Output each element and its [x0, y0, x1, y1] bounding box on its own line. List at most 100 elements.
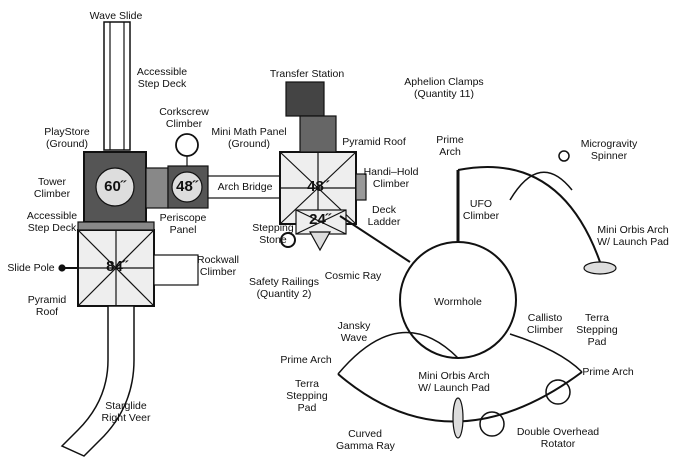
tower-climber-label: Tower Climber	[32, 176, 72, 200]
slide-pole-label: Slide Pole	[7, 262, 55, 274]
prime-arch-right-label: Prime Arch	[582, 366, 634, 378]
safety-railings-label: Safety Railings (Quantity 2)	[244, 276, 324, 300]
double-overhead-rotator-line1: Double Overhead	[516, 426, 600, 438]
launch-pad-bottom-shape	[452, 397, 464, 439]
rockwall-climber-line2: Climber	[199, 266, 237, 278]
callisto-climber-shape	[509, 333, 583, 373]
deck-84-shape	[77, 229, 155, 307]
curved-gamma-ray-label: Curved Gamma Ray	[336, 428, 395, 452]
accessible-step-deck-top-line1: Accessible	[136, 66, 188, 78]
mini-orbis-arch-bottom-label: Mini Orbis Arch W/ Launch Pad	[408, 370, 500, 394]
prime-arch-top-label: Prime Arch	[430, 134, 470, 158]
ufo-climber-label: UFO Climber	[458, 198, 504, 222]
handi-hold-climber-label: Handi–Hold Climber	[362, 166, 420, 190]
wormhole-label: Wormhole	[434, 296, 482, 308]
jansky-wave-line2: Wave	[340, 332, 368, 344]
callisto-climber-line2: Climber	[526, 324, 564, 336]
deck-24-label: 24˝	[309, 211, 331, 228]
rockwall-climber-line1: Rockwall	[196, 254, 239, 266]
microgravity-spinner-shape	[509, 171, 573, 201]
starglide-right-veer-line2: Right Veer	[101, 412, 151, 424]
rockwall-climber-label: Rockwall Climber	[190, 254, 246, 278]
ufo-climber-line1: UFO	[469, 198, 493, 210]
mini-orbis-arch-right-shape	[457, 166, 601, 263]
transfer-station-label: Transfer Station	[269, 68, 345, 80]
playstore-line1: PlayStore	[44, 126, 90, 138]
corkscrew-climber-shape	[175, 133, 199, 157]
aphelion-clamps-line2: (Quantity 11)	[414, 88, 474, 100]
cosmic-ray-label: Cosmic Ray	[324, 270, 382, 282]
safety-railings-line1: Safety Railings	[248, 276, 320, 288]
aphelion-clamps-line1: Aphelion Clamps	[404, 76, 484, 88]
periscope-panel-line1: Periscope	[159, 212, 207, 224]
wave-slide-shape	[103, 21, 131, 151]
wave-slide-label: Wave Slide	[89, 10, 143, 22]
double-overhead-rotator-shape-1	[479, 411, 505, 437]
deck-48-large-shape	[279, 151, 357, 235]
corkscrew-climber-label: Corkscrew Climber	[152, 106, 216, 130]
curved-gamma-ray-line1: Curved	[348, 428, 382, 440]
launch-pad-right-shape	[583, 261, 617, 275]
starglide-right-veer-label: Starglide Right Veer	[96, 400, 156, 424]
mini-orbis-arch-bottom-line1: Mini Orbis Arch	[418, 370, 490, 382]
terra-stepping-pad-right-line3: Pad	[587, 336, 607, 348]
double-overhead-rotator-label: Double Overhead Rotator	[514, 426, 602, 450]
corkscrew-climber-line1: Corkscrew	[159, 106, 209, 118]
terra-stepping-pad-left-line3: Pad	[297, 402, 317, 414]
deck-84-label: 84˝	[106, 258, 128, 275]
handi-hold-climber-line1: Handi–Hold	[363, 166, 419, 178]
mini-math-panel-line1: Mini Math Panel	[211, 126, 287, 138]
deck-ladder-line2: Ladder	[367, 216, 401, 228]
starglide-right-veer-line1: Starglide	[105, 400, 147, 412]
callisto-climber-label: Callisto Climber	[520, 312, 570, 336]
microgravity-spinner-line2: Spinner	[590, 150, 628, 162]
aphelion-clamps-label: Aphelion Clamps (Quantity 11)	[396, 76, 492, 100]
ufo-climber-line2: Climber	[462, 210, 500, 222]
mini-orbis-arch-right-line2: W/ Launch Pad	[597, 236, 669, 248]
accessible-step-deck-bottom-line1: Accessible	[26, 210, 78, 222]
corkscrew-climber-line2: Climber	[165, 118, 203, 130]
double-overhead-rotator-line2: Rotator	[540, 438, 576, 450]
terra-stepping-pad-right-line2: Stepping	[576, 324, 618, 336]
mini-math-panel-label: Mini Math Panel (Ground)	[204, 126, 294, 150]
deck-ladder-label: Deck Ladder	[362, 204, 406, 228]
stepping-stone-line2: Stone	[259, 234, 287, 246]
deck-48-large-label: 48˝	[307, 178, 329, 195]
deck-48-small-label: 48˝	[176, 178, 198, 195]
pyramid-roof-top-label: Pyramid Roof	[342, 136, 406, 148]
safety-railing-shape	[308, 231, 332, 252]
accessible-step-deck-shape	[145, 167, 169, 209]
starglide-slide-shape	[60, 305, 135, 457]
prime-arch-top-line2: Arch	[439, 146, 461, 158]
mini-math-panel-line2: (Ground)	[227, 138, 270, 150]
terra-stepping-pad-left-label: Terra Stepping Pad	[282, 378, 332, 414]
handi-hold-climber-shape	[355, 173, 367, 201]
accessible-step-deck-bottom-line2: Step Deck	[27, 222, 77, 234]
tower-climber-line1: Tower	[37, 176, 66, 188]
cosmic-ray-shape	[339, 215, 411, 263]
deck-60-shape	[83, 151, 147, 223]
stepping-stone-line1: Stepping	[252, 222, 294, 234]
prime-arch-top-line1: Prime	[436, 134, 464, 146]
deck-48-small-shape	[167, 165, 209, 209]
pyramid-roof-left-line1: Pyramid	[27, 294, 67, 306]
playstore-line2: (Ground)	[45, 138, 88, 150]
terra-stepping-pad-right-label: Terra Stepping Pad	[572, 312, 622, 348]
callisto-climber-line1: Callisto	[527, 312, 563, 324]
prime-arch-left-label: Prime Arch	[280, 354, 332, 366]
microgravity-spinner-line1: Microgravity	[580, 138, 638, 150]
pyramid-roof-left-line2: Roof	[35, 306, 59, 318]
deck-ladder-line1: Deck	[372, 204, 396, 216]
accessible-step-deck-bottom-label: Accessible Step Deck	[20, 210, 84, 234]
double-overhead-rotator-shape-2	[545, 379, 571, 405]
stepping-stone-shape	[280, 232, 296, 248]
jansky-wave-label: Jansky Wave	[332, 320, 376, 344]
playstore-label: PlayStore (Ground)	[38, 126, 96, 150]
periscope-panel-label: Periscope Panel	[156, 212, 210, 236]
microgravity-spinner-label: Microgravity Spinner	[574, 138, 644, 162]
curved-gamma-ray-line2: Gamma Ray	[336, 440, 395, 452]
accessible-step-deck-top-line2: Step Deck	[137, 78, 187, 90]
accessible-step-deck-top-label: Accessible Step Deck	[130, 66, 194, 90]
mini-orbis-arch-right-label: Mini Orbis Arch W/ Launch Pad	[590, 224, 676, 248]
